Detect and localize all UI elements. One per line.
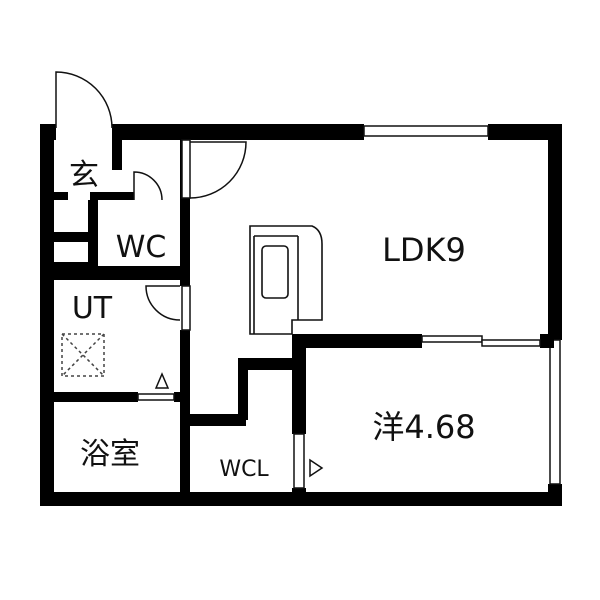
room-label-ut: UT bbox=[72, 291, 113, 326]
ldk-door bbox=[189, 141, 247, 199]
kitchen-counter bbox=[249, 225, 323, 335]
room-label-bath: 浴室 bbox=[80, 437, 140, 472]
triangle-markers bbox=[154, 372, 324, 478]
ut-door bbox=[145, 285, 181, 321]
washer-pan-icon bbox=[61, 333, 105, 377]
room-label-ldk: LDK9 bbox=[382, 231, 466, 269]
outer-walls bbox=[40, 124, 562, 506]
doors bbox=[55, 71, 305, 489]
window-ldk-top bbox=[363, 125, 489, 137]
room-label-genkan: 玄 bbox=[69, 158, 99, 193]
windows bbox=[363, 125, 561, 485]
window-western-right bbox=[549, 339, 561, 485]
entrance-door bbox=[55, 71, 113, 129]
wc-door bbox=[133, 171, 163, 201]
sink-icon bbox=[261, 245, 289, 299]
triangle-marker-wcl bbox=[309, 458, 324, 478]
interior-walls bbox=[54, 140, 554, 500]
room-label-wcl: WCL bbox=[219, 457, 269, 482]
sliding-doors bbox=[421, 335, 541, 347]
room-label-western: 洋4.68 bbox=[372, 408, 475, 446]
triangle-marker-ut bbox=[154, 372, 170, 389]
room-label-wc: WC bbox=[116, 230, 167, 265]
